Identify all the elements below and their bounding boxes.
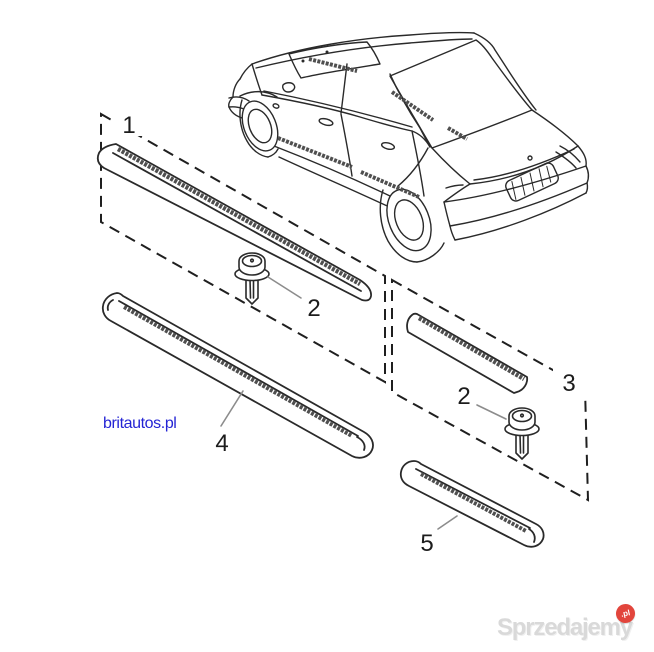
label-backplates	[113, 111, 587, 395]
label-part-2-left: 2	[307, 295, 320, 322]
part-1-hatch-band	[116, 147, 362, 286]
group-box-1	[100, 112, 386, 384]
label-part-4: 4	[215, 430, 228, 457]
sprzedajemy-logo-text: Sprzedajemy	[497, 614, 633, 641]
leader-lines	[220, 276, 507, 530]
group-box-3	[391, 278, 590, 502]
britautos-watermark: britautos.pl	[103, 415, 177, 432]
sprzedajemy-watermark: Sprzedajemy .pl	[497, 602, 647, 650]
clip-fastener-left	[234, 252, 270, 305]
label-part-3: 3	[562, 370, 575, 397]
label-part-1: 1	[122, 112, 135, 139]
part-3-rear-moulding	[406, 312, 529, 394]
leader-part5	[437, 515, 458, 530]
clip-fastener-right	[504, 407, 540, 460]
label-part-5: 5	[420, 530, 433, 557]
part-1-front-moulding	[96, 143, 372, 302]
part-labels: 1 2 2 3 4 5	[122, 112, 575, 557]
dashed-group-boxes	[100, 112, 590, 502]
part-4-hatch-band	[123, 305, 353, 438]
part-5-hatch-band	[420, 472, 527, 533]
part-3-hatch-band	[417, 316, 526, 381]
leader-part4	[220, 390, 244, 427]
leader-part2-left	[267, 276, 302, 299]
leader-part2-right	[476, 404, 507, 420]
car-illustration	[228, 31, 590, 263]
label-part-2-right: 2	[457, 383, 470, 410]
car-trim-marks	[277, 57, 469, 199]
